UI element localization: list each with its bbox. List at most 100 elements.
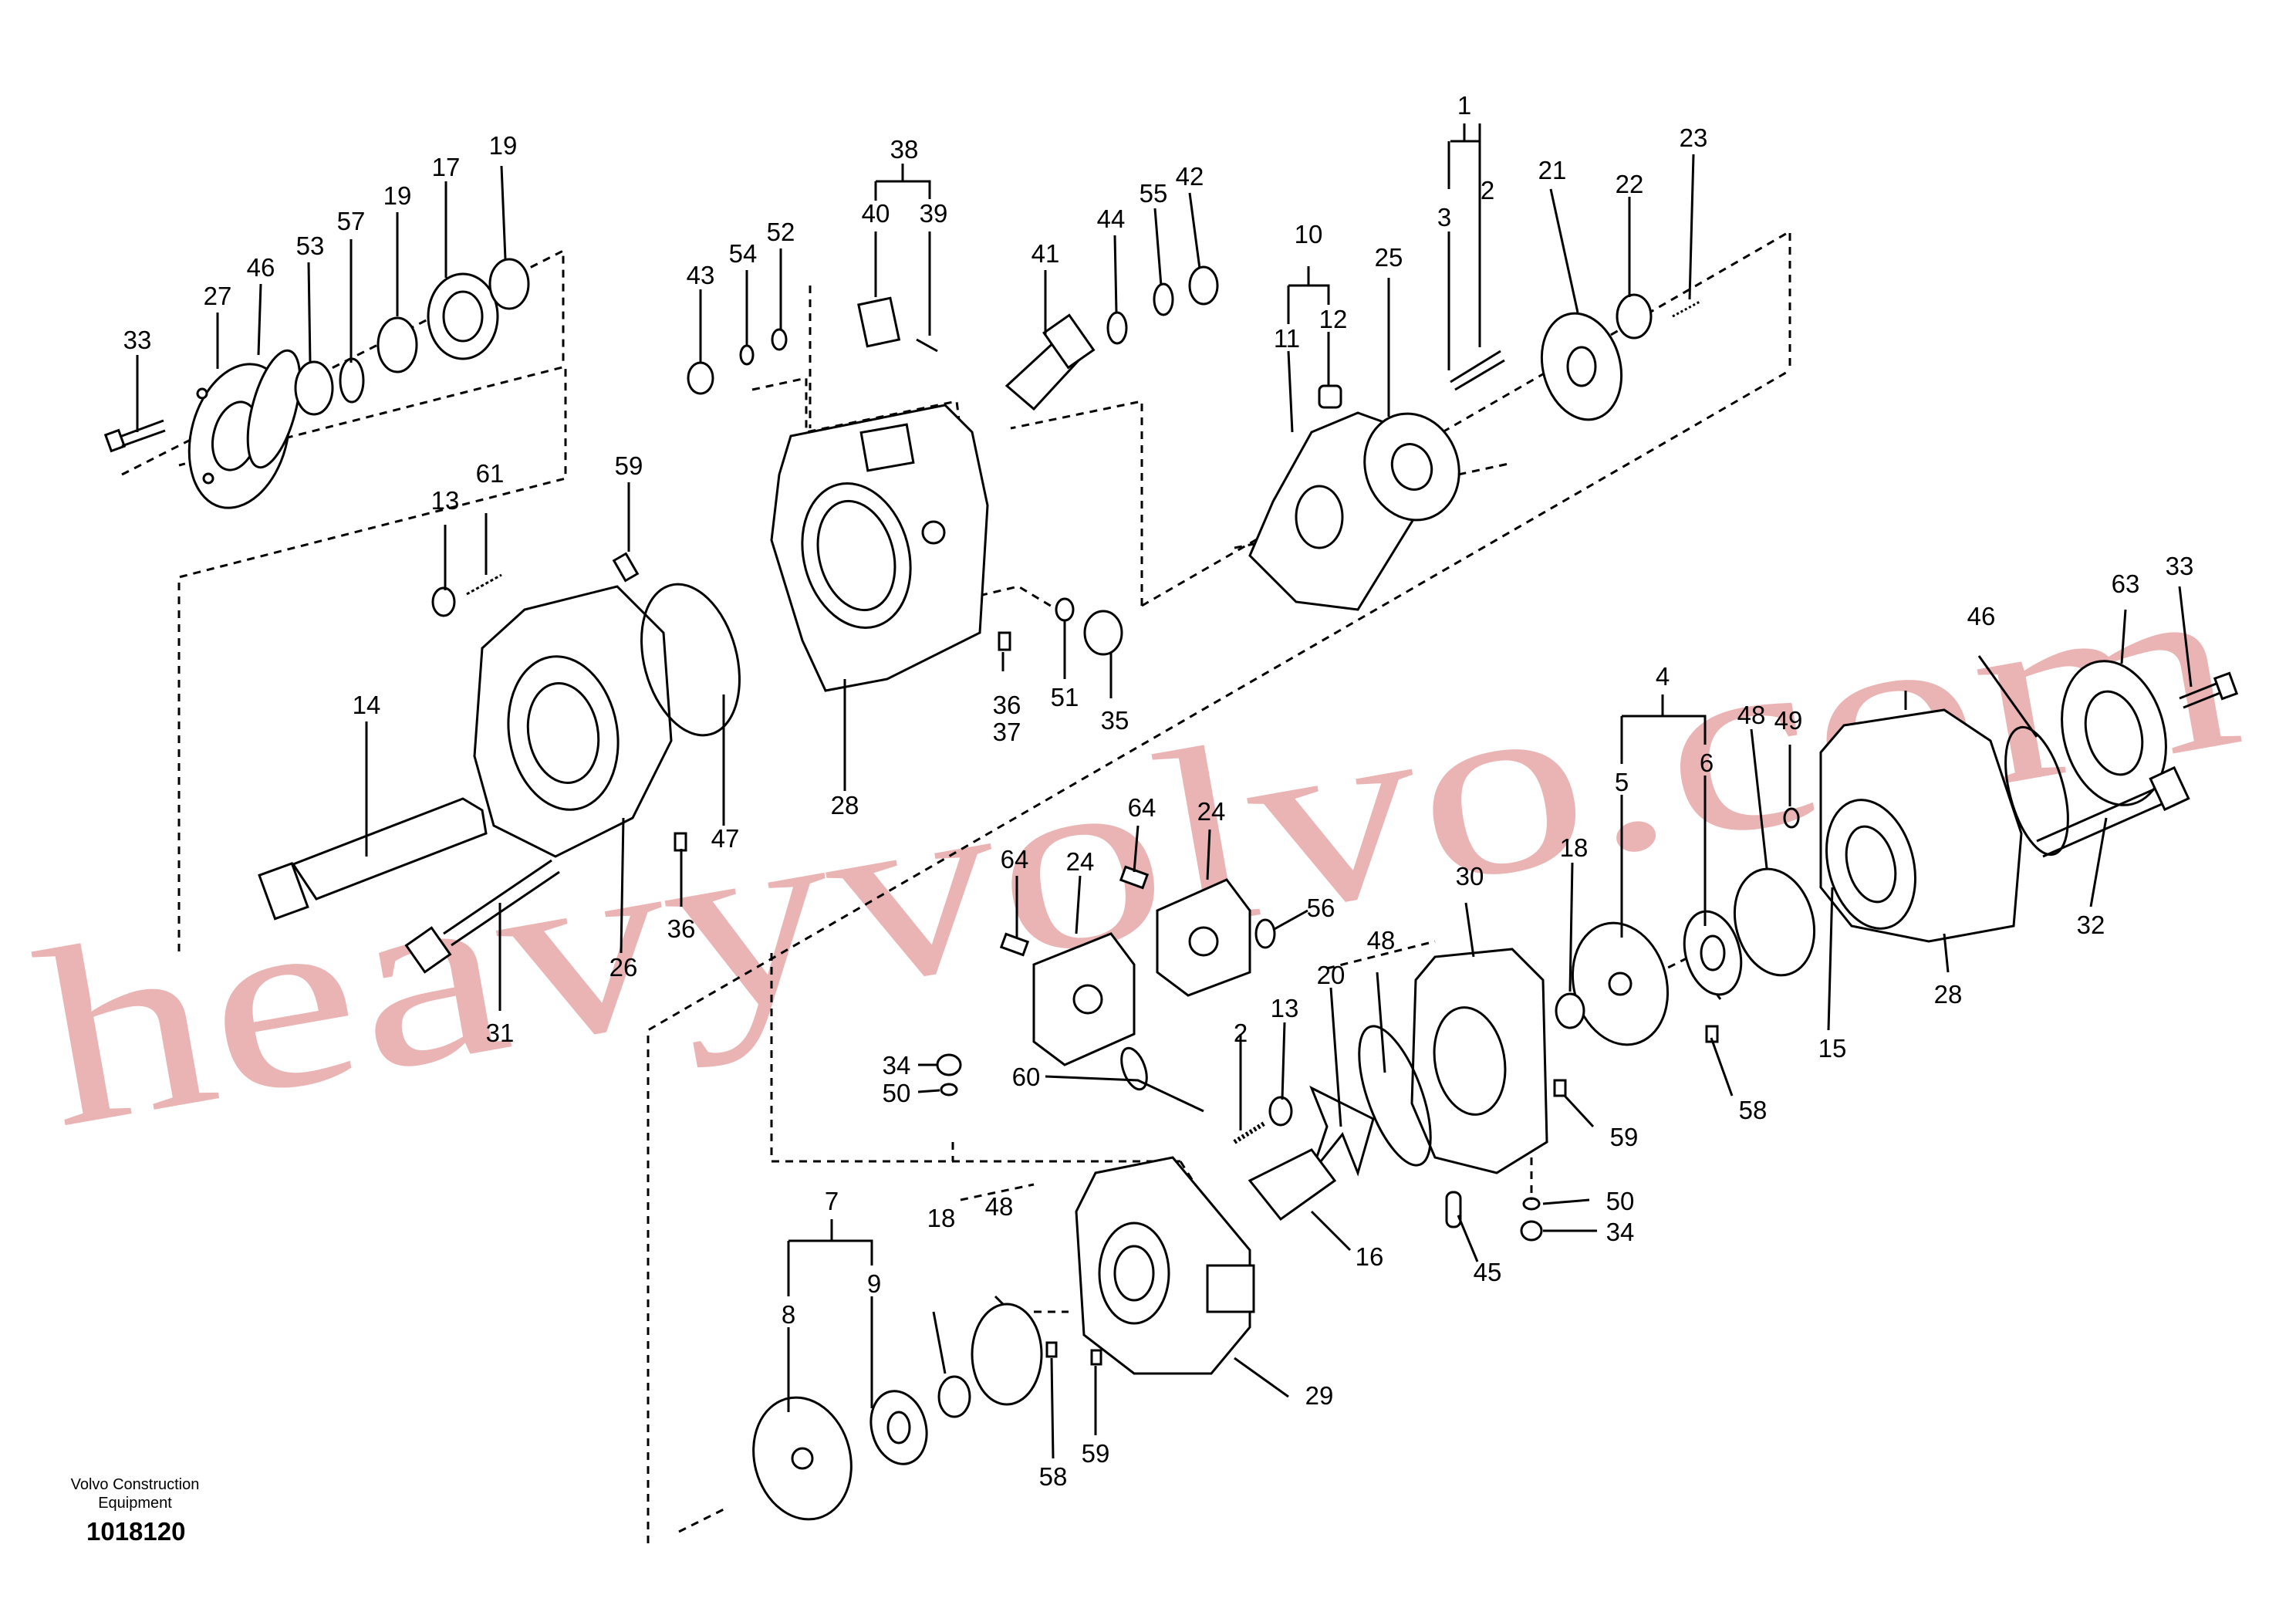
part-36-pin-2 xyxy=(998,631,1011,651)
label-24-b: 24 xyxy=(1197,797,1226,826)
part-28-housing-upper xyxy=(770,404,989,692)
part-50-ring xyxy=(940,1083,958,1097)
label-24-a: 24 xyxy=(1066,847,1095,876)
label-5: 5 xyxy=(1615,768,1629,796)
label-17: 17 xyxy=(432,153,461,181)
label-12: 12 xyxy=(1319,305,1348,333)
part-21-retainer xyxy=(1540,312,1623,421)
part-46-seal xyxy=(246,349,302,469)
label-27: 27 xyxy=(204,282,232,310)
label-54: 54 xyxy=(729,239,758,268)
label-59-b: 59 xyxy=(1610,1123,1639,1151)
label-52: 52 xyxy=(767,218,795,246)
part-23-spring xyxy=(1672,299,1702,318)
label-2: 2 xyxy=(1481,176,1494,204)
label-21: 21 xyxy=(1538,156,1567,184)
label-43: 43 xyxy=(687,261,715,289)
part-24-block-right xyxy=(1156,878,1251,997)
part-43-nut xyxy=(687,361,714,395)
part-59-pin xyxy=(612,552,640,583)
part-48-ring-2 xyxy=(1358,1025,1432,1167)
label-58-a: 58 xyxy=(1739,1096,1768,1124)
leader-lines xyxy=(136,123,2193,1459)
label-13-b: 13 xyxy=(1271,994,1299,1022)
part-19-ring xyxy=(376,316,418,373)
label-57: 57 xyxy=(337,207,366,235)
part-8-cylinder xyxy=(752,1396,853,1521)
part-58-pin-2 xyxy=(1045,1341,1058,1358)
part-52-oring xyxy=(771,328,788,351)
label-63: 63 xyxy=(2112,569,2140,598)
part-16-spline xyxy=(1248,1148,1337,1222)
part-3-pin xyxy=(1450,350,1505,391)
label-37: 37 xyxy=(993,718,1021,746)
label-13: 13 xyxy=(431,486,460,515)
label-16: 16 xyxy=(1356,1242,1384,1271)
label-45: 45 xyxy=(1474,1258,1502,1286)
label-7: 7 xyxy=(825,1187,839,1215)
label-64-b: 64 xyxy=(1128,793,1156,822)
label-11: 11 xyxy=(1274,324,1300,353)
label-31: 31 xyxy=(486,1019,515,1047)
part-53-ring xyxy=(294,360,334,416)
part-45-gasket xyxy=(1445,1191,1462,1228)
parts xyxy=(103,258,2239,1521)
label-39: 39 xyxy=(920,199,948,228)
part-13-nut xyxy=(431,586,456,617)
part-26-flange xyxy=(473,585,673,858)
label-30: 30 xyxy=(1456,862,1484,890)
label-34-b: 34 xyxy=(1606,1218,1635,1246)
part-63-cover xyxy=(2061,660,2167,806)
label-59-a: 59 xyxy=(615,451,643,480)
label-20: 20 xyxy=(1317,961,1346,989)
part-49-oring xyxy=(1783,807,1800,829)
label-55: 55 xyxy=(1140,179,1168,208)
label-61: 61 xyxy=(476,459,505,488)
label-2-b: 2 xyxy=(1234,1019,1248,1047)
part-18-bearing-2 xyxy=(937,1375,971,1418)
part-14-shaft xyxy=(258,797,488,921)
part-34-plug xyxy=(936,1053,962,1076)
label-46-a: 46 xyxy=(247,253,275,282)
label-58-b: 58 xyxy=(1039,1462,1068,1491)
label-33-a: 33 xyxy=(123,326,152,354)
label-10: 10 xyxy=(1295,220,1323,248)
label-35: 35 xyxy=(1101,706,1129,735)
part-18-bearing xyxy=(1555,992,1585,1029)
part-32-bolt xyxy=(2036,765,2190,858)
part-47-oring xyxy=(640,583,741,737)
label-23: 23 xyxy=(1680,123,1708,152)
label-60: 60 xyxy=(1012,1063,1041,1091)
callout-labels: 1 2 3 4 5 6 7 8 9 10 11 12 13 13 14 15 1… xyxy=(123,91,2194,1491)
label-41: 41 xyxy=(1032,239,1060,268)
part-48-oring xyxy=(1733,867,1816,977)
part-35-plug xyxy=(1083,610,1123,656)
part-40-block xyxy=(857,296,901,348)
part-42-plug xyxy=(1188,265,1219,306)
label-1: 1 xyxy=(1457,91,1471,120)
part-59-pin-3 xyxy=(1553,1079,1567,1097)
label-9: 9 xyxy=(867,1269,881,1298)
label-42: 42 xyxy=(1176,162,1204,191)
part-20-impeller xyxy=(1309,1085,1375,1177)
part-13-nut-2 xyxy=(1268,1096,1293,1127)
label-36-a: 36 xyxy=(993,691,1021,719)
label-59-c: 59 xyxy=(1082,1439,1110,1468)
part-28-housing-right xyxy=(1819,708,2023,943)
label-33-b: 33 xyxy=(2166,552,2194,580)
part-55-ring xyxy=(1153,282,1174,316)
label-4: 4 xyxy=(1656,662,1670,691)
label-38: 38 xyxy=(890,135,919,164)
part-39-pin xyxy=(916,338,938,353)
part-17-bearing xyxy=(427,272,499,360)
label-19-b: 19 xyxy=(383,181,412,210)
label-48-a: 48 xyxy=(1737,701,1766,729)
label-50-b: 50 xyxy=(1606,1187,1635,1215)
label-64-a: 64 xyxy=(1001,845,1029,874)
label-32: 32 xyxy=(2077,911,2105,939)
part-51-oring xyxy=(1055,597,1075,622)
label-26: 26 xyxy=(609,953,638,982)
part-25-plate xyxy=(1363,412,1460,522)
label-34-a: 34 xyxy=(883,1051,911,1080)
